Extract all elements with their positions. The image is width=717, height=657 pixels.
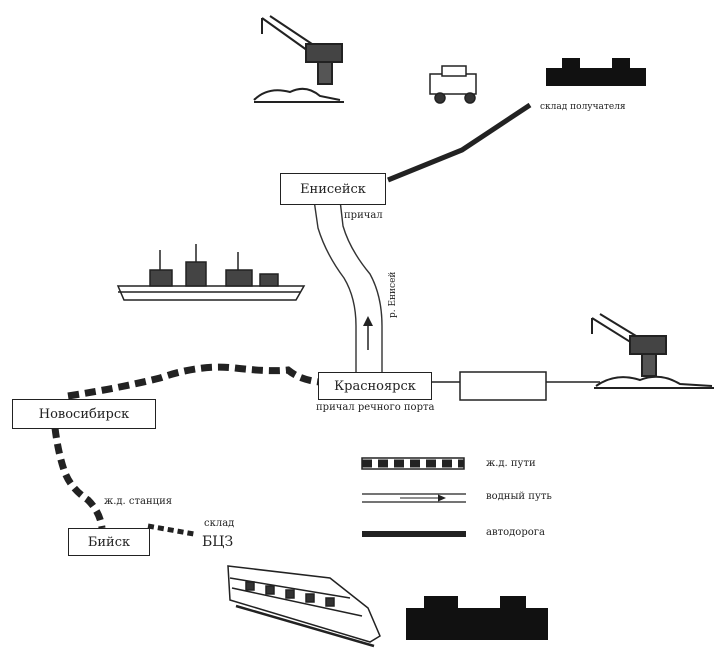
legend-road-label: автодорога <box>486 527 545 538</box>
label-warehouse: склад <box>204 518 235 529</box>
river-yenisei <box>313 199 383 374</box>
river-arrow-icon <box>363 316 373 350</box>
city-biysk[interactable]: Бийск <box>68 528 150 556</box>
label-pier-top: причал <box>344 210 383 221</box>
warehouse-bottom-icon <box>406 596 548 640</box>
label-rail-station: ж.д. станция <box>104 496 173 507</box>
transit-box <box>459 371 547 401</box>
legend-rail-label: ж.д. пути <box>486 458 536 469</box>
crane-right-icon <box>591 313 714 389</box>
crane-top-icon <box>253 15 344 103</box>
cargo-truck-icon <box>429 65 477 104</box>
railway-main <box>67 363 321 400</box>
city-novosibirsk[interactable]: Новосибирск <box>12 399 156 429</box>
railway-south <box>51 427 106 529</box>
label-river: р. Енисей <box>388 271 398 318</box>
label-warehouse-code: БЦЗ <box>202 534 234 550</box>
warehouse-top-icon <box>546 58 646 86</box>
railway-branch <box>147 523 195 537</box>
label-airbase: склад получателя <box>540 102 626 112</box>
city-yeniseysk[interactable]: Енисейск <box>280 173 386 205</box>
label-pier-port: причал речного порта <box>316 402 435 413</box>
city-krasnoyarsk[interactable]: Красноярск <box>318 372 432 400</box>
legend-rail-symbol <box>361 457 465 470</box>
road-yeniseysk <box>387 102 532 183</box>
legend-water-symbol <box>362 493 466 503</box>
locomotive-icon <box>227 565 381 648</box>
ship-icon <box>116 244 306 301</box>
legend-water-label: водный путь <box>486 491 552 502</box>
